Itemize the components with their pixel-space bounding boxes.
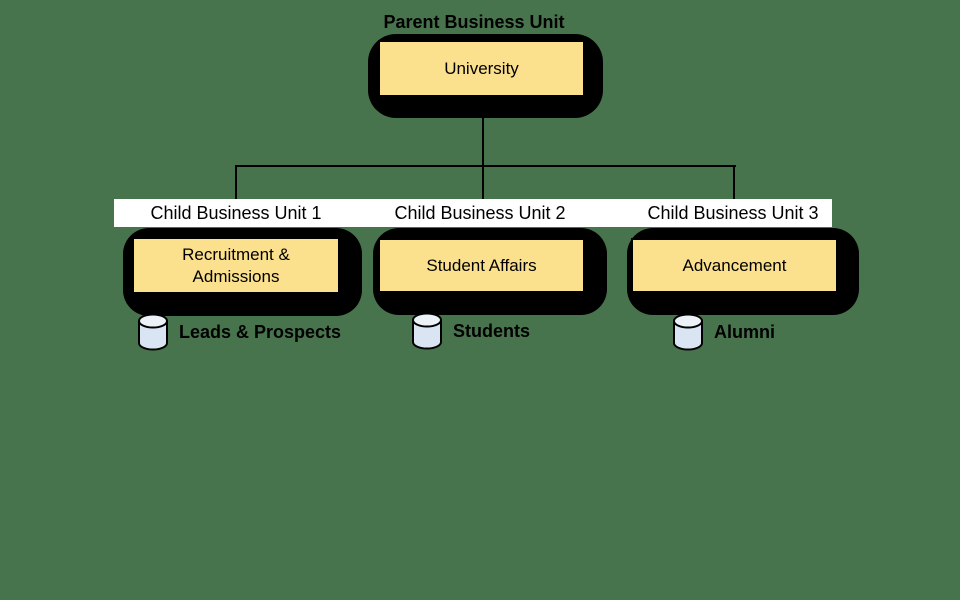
database-row: Alumni: [672, 312, 775, 352]
database-icon: [138, 313, 168, 351]
connector-child2-stem: [482, 165, 484, 200]
node-advancement: Advancement: [631, 238, 838, 293]
database-label: Students: [453, 320, 531, 341]
database-row: Students: [411, 311, 530, 351]
connector-parent-stem: [482, 118, 484, 166]
connector-child1-stem: [235, 165, 237, 200]
child-labels-band: [114, 199, 832, 227]
database-icon: [412, 312, 442, 350]
database-row: Leads & Prospects: [137, 312, 341, 352]
node-university-label: University: [444, 58, 519, 78]
child-unit-2-label: Child Business Unit 2: [394, 203, 566, 223]
child-unit-3-label: Child Business Unit 3: [647, 203, 819, 223]
child-unit-1-label: Child Business Unit 1: [150, 203, 322, 223]
connector-child3-stem: [733, 165, 735, 200]
node-student-affairs-label: Student Affairs: [426, 255, 537, 275]
node-university: University: [378, 40, 585, 97]
node-recruitment-admissions: Recruitment & Admissions: [132, 237, 340, 294]
node-recruitment-admissions-label: Recruitment & Admissions: [182, 245, 290, 286]
node-advancement-label: Advancement: [682, 255, 787, 275]
database-label: Alumni: [714, 321, 775, 342]
parent-unit-label: Parent Business Unit: [383, 12, 565, 32]
database-icon: [673, 313, 703, 351]
node-student-affairs: Student Affairs: [378, 238, 585, 293]
connector-horizontal: [236, 165, 736, 167]
database-label: Leads & Prospects: [179, 321, 342, 342]
